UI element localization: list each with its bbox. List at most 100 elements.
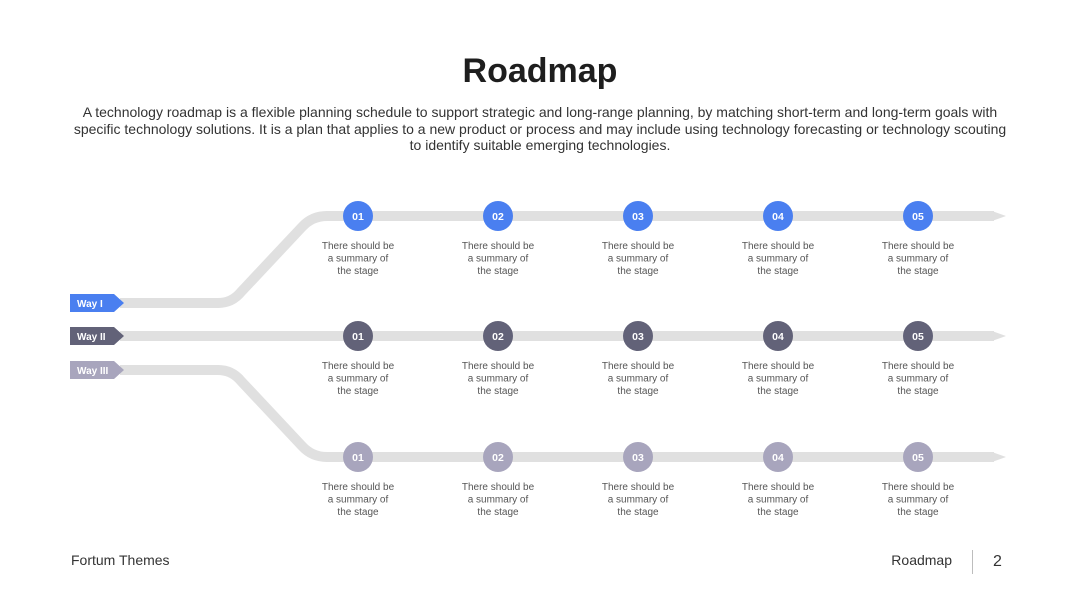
stage-caption-line: a summary of (608, 254, 669, 265)
stage-caption-line: There should be (742, 482, 815, 493)
stage-circle (903, 201, 933, 231)
way-track-1 (120, 211, 994, 308)
stage-number: 03 (632, 211, 644, 223)
stage-caption-line: There should be (462, 241, 535, 252)
stage-circle (343, 201, 373, 231)
stage-caption-line: the stage (757, 386, 799, 397)
stage-caption-line: There should be (602, 482, 675, 493)
stage-caption-line: the stage (897, 266, 939, 277)
stage-caption-line: a summary of (748, 495, 809, 506)
stage-caption-line: There should be (602, 361, 675, 372)
way-tag-label: Way I (77, 299, 103, 310)
stage-caption-line: There should be (462, 482, 535, 493)
way-tag-2: Way II (70, 327, 124, 345)
stage-number: 05 (912, 211, 924, 223)
stage-caption-line: There should be (322, 241, 395, 252)
stage-caption-line: the stage (337, 507, 379, 518)
track-arrowhead (992, 331, 1006, 341)
stage-caption-line: a summary of (888, 495, 949, 506)
stage-caption-line: a summary of (468, 374, 529, 385)
stage-circle (623, 442, 653, 472)
footer-divider (972, 550, 973, 574)
stage-circle (903, 321, 933, 351)
stage-caption-line: the stage (617, 386, 659, 397)
stage-caption-line: a summary of (888, 374, 949, 385)
way-tag-label: Way II (77, 332, 106, 343)
stage-caption-line: a summary of (748, 374, 809, 385)
way-tag-label: Way III (77, 366, 109, 377)
stage-caption-line: the stage (477, 386, 519, 397)
stage-circle (623, 201, 653, 231)
page-title: Roadmap (462, 52, 618, 90)
way-tag-3: Way III (70, 361, 124, 379)
stage-number: 01 (352, 211, 364, 223)
stage-caption-line: the stage (757, 266, 799, 277)
stage-number: 01 (352, 452, 364, 464)
stage-caption-line: a summary of (468, 495, 529, 506)
stage-number: 02 (492, 452, 504, 464)
stage-number: 05 (912, 452, 924, 464)
way-tag-shape (70, 294, 124, 312)
stage-circle (343, 321, 373, 351)
stage-caption-line: the stage (617, 507, 659, 518)
stage-caption-line: There should be (742, 361, 815, 372)
footer-section-title: Roadmap (891, 552, 952, 568)
stage-number: 04 (772, 452, 784, 464)
stage-circle (763, 321, 793, 351)
stage-number: 03 (632, 331, 644, 343)
stage-caption-line: the stage (897, 386, 939, 397)
stage-caption-line: There should be (882, 482, 955, 493)
way-tag-shape (70, 361, 124, 379)
stage-caption-line: There should be (322, 482, 395, 493)
intro-paragraph: A technology roadmap is a flexible plann… (73, 104, 1007, 153)
stage-number: 02 (492, 331, 504, 343)
stage-caption-line: the stage (477, 507, 519, 518)
stage-number: 02 (492, 211, 504, 223)
stage-circle (343, 442, 373, 472)
stage-caption-line: a summary of (328, 254, 389, 265)
stage-caption-line: There should be (882, 241, 955, 252)
footer-brand: Fortum Themes (71, 552, 170, 568)
stage-number: 03 (632, 452, 644, 464)
stage-caption-line: a summary of (328, 374, 389, 385)
stage-caption-line: the stage (337, 266, 379, 277)
stage-number: 04 (772, 211, 784, 223)
stage-caption-line: a summary of (608, 495, 669, 506)
stage-number: 04 (772, 331, 784, 343)
stage-caption-line: There should be (322, 361, 395, 372)
stage-caption-line: There should be (742, 241, 815, 252)
stage-circle (763, 201, 793, 231)
track-arrowhead (992, 211, 1006, 221)
stage-number: 01 (352, 331, 364, 343)
stage-caption-line: the stage (477, 266, 519, 277)
stage-circle (483, 321, 513, 351)
way-track-3 (120, 365, 994, 462)
page-number: 2 (993, 553, 1002, 570)
stage-caption-line: There should be (462, 361, 535, 372)
stage-caption-line: the stage (617, 266, 659, 277)
stage-circle (483, 442, 513, 472)
stage-caption-line: the stage (897, 507, 939, 518)
stage-caption-line: a summary of (748, 254, 809, 265)
stage-caption-line: a summary of (328, 495, 389, 506)
stage-caption-line: the stage (757, 507, 799, 518)
stage-caption-line: a summary of (888, 254, 949, 265)
stage-caption-line: a summary of (468, 254, 529, 265)
